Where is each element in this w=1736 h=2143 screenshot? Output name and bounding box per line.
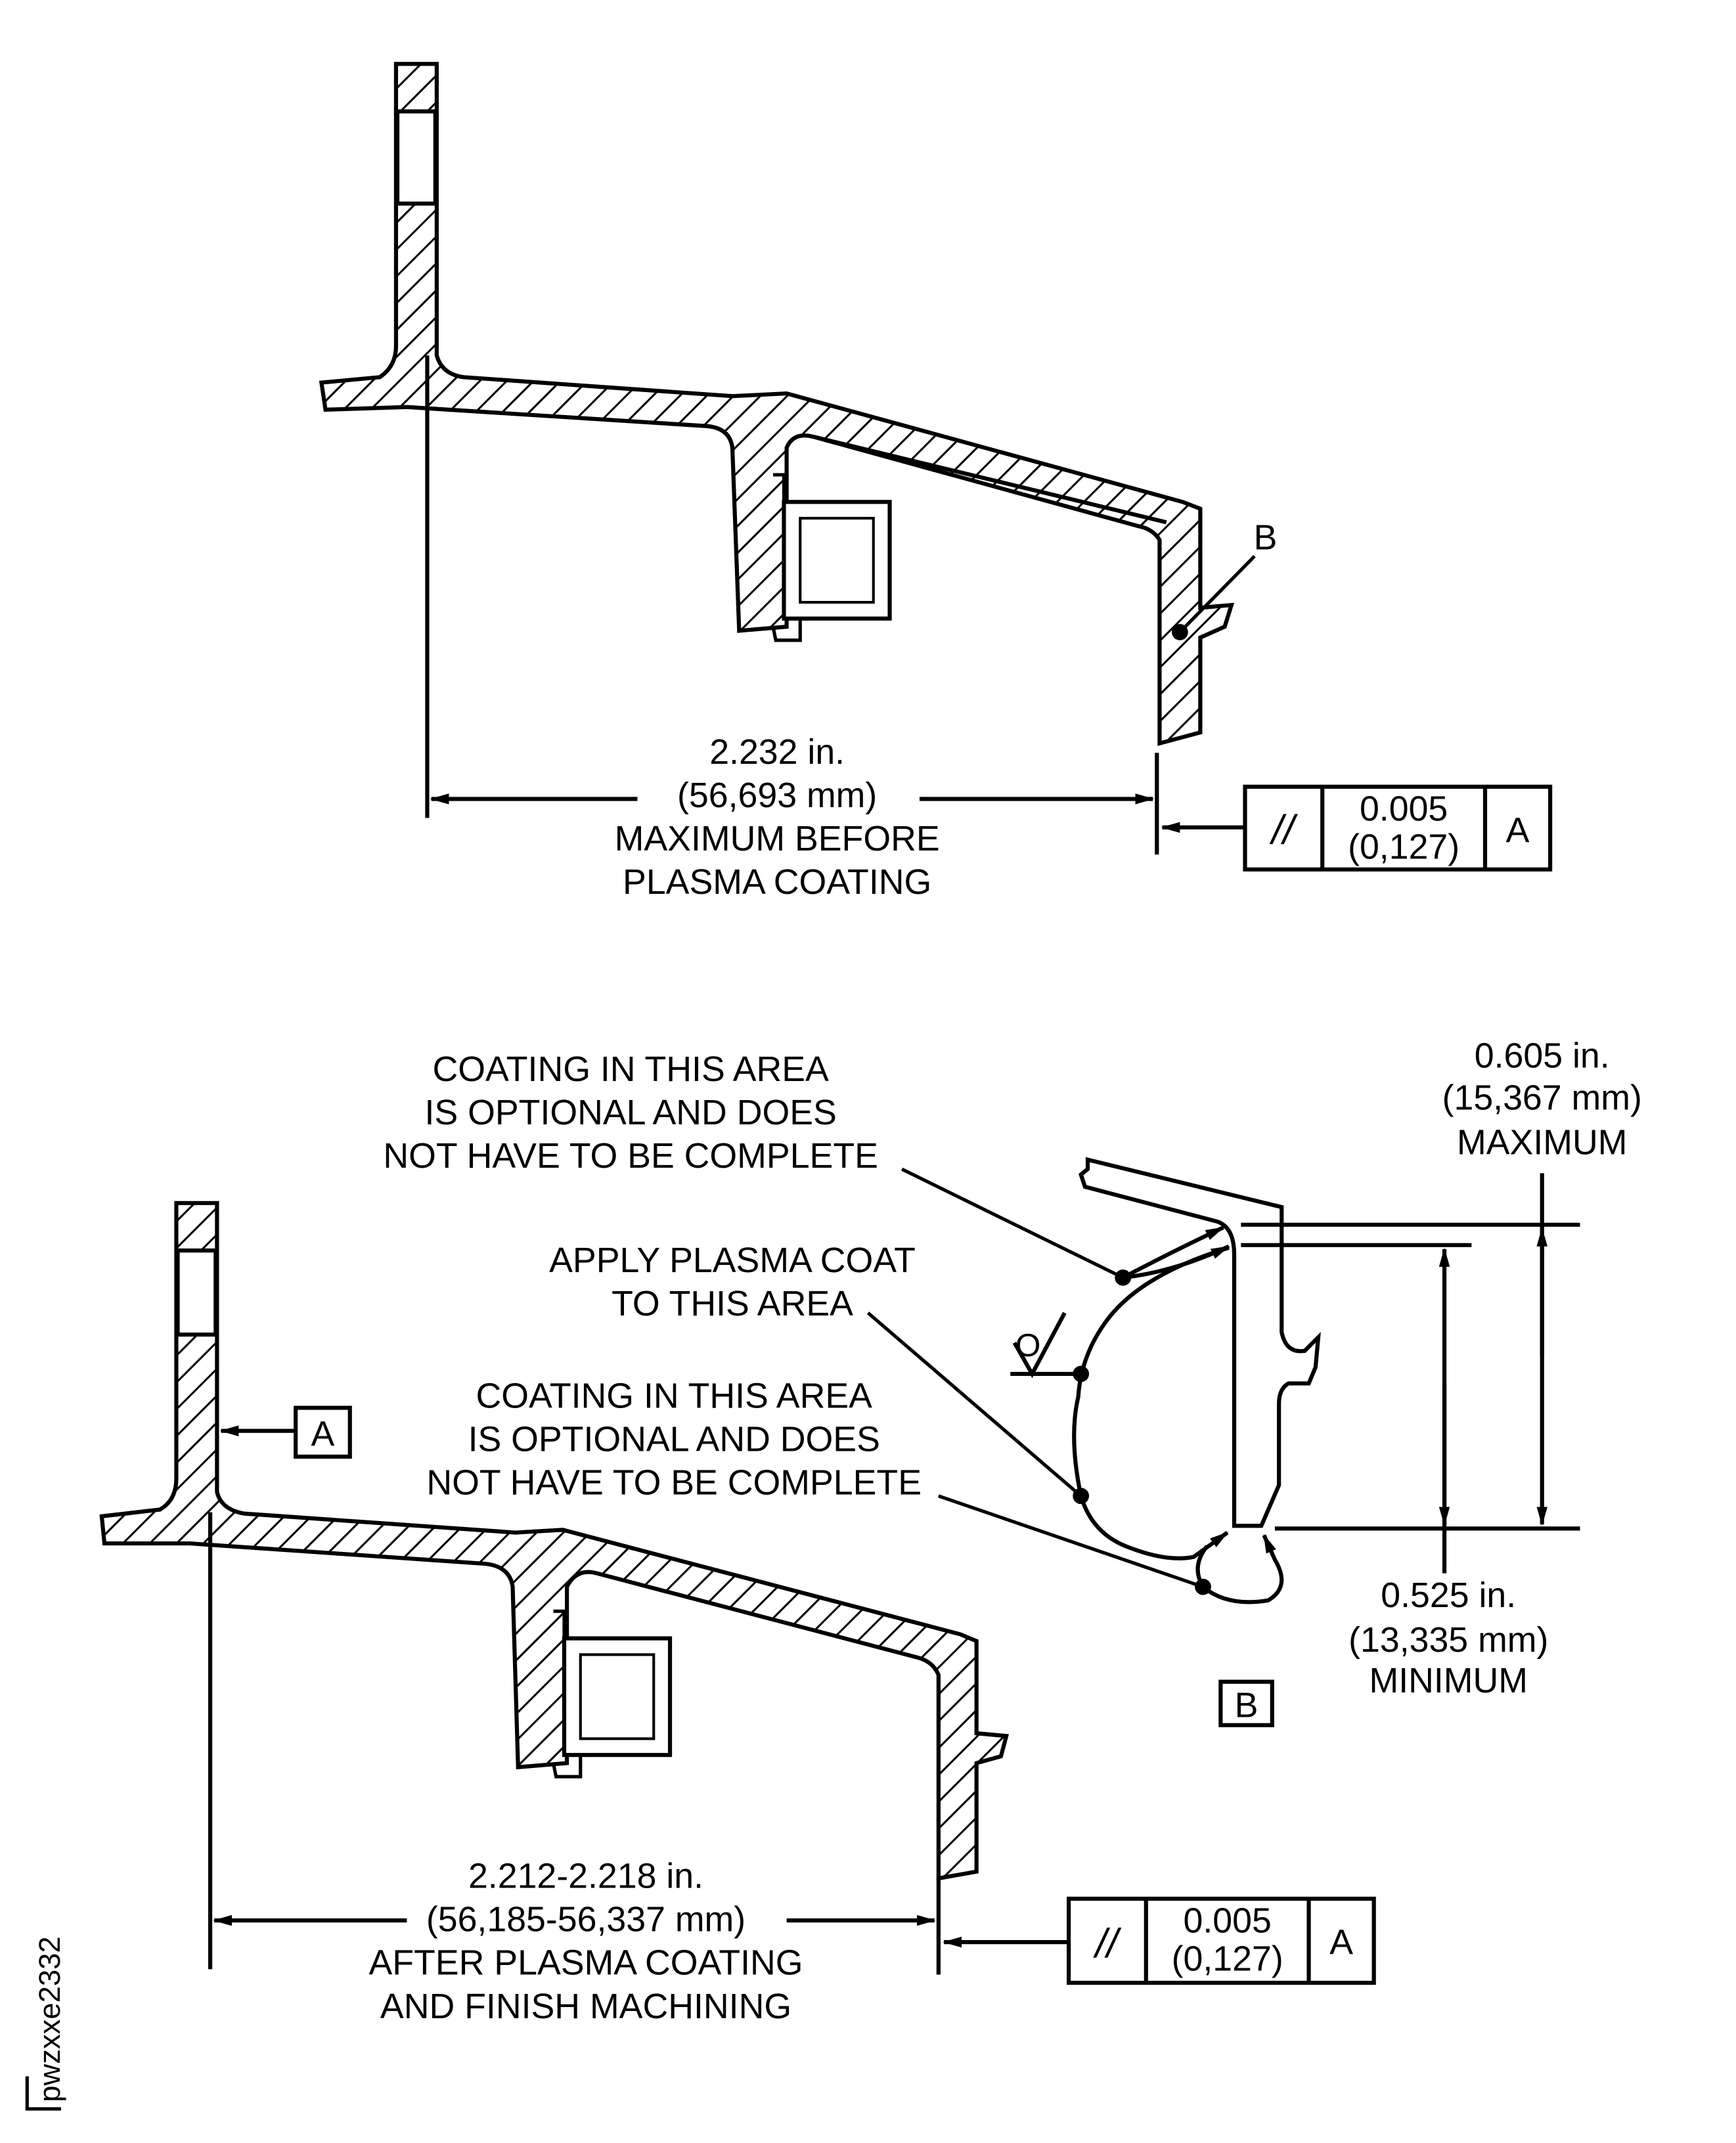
datum-a-flag: A [219,1405,352,1459]
datum-b-callout: B [1254,518,1278,558]
parallelism-symbol: // [1269,808,1298,853]
note-line: COATING IN THIS AREA [476,1377,873,1416]
min-dim-inches: 0.525 in. [1381,1576,1516,1615]
leader-optional-1 [901,1167,1124,1279]
note-line: COATING IN THIS AREA [432,1049,829,1089]
bottom-dim-inches: 2.212-2.218 in. [468,1857,703,1896]
leader-optional-2 [938,1494,1204,1589]
note-optional-1: COATING IN THIS AREA IS OPTIONAL AND DOE… [383,1049,878,1176]
bottom-dim-note-1: AFTER PLASMA COATING [368,1943,803,1983]
detail-b-label: B [1218,1679,1274,1727]
bottom-dim-note-2: AND FINISH MACHINING [380,1987,791,2026]
top-dimension: 2.232 in. (56,693 mm) MAXIMUM BEFORE PLA… [425,355,1159,902]
bottom-control-frame: // 0.005 (0,127) A [943,1896,1376,1985]
tolerance-inches: 0.005 [1360,789,1448,829]
note-apply: APPLY PLASMA COAT TO THIS AREA [549,1241,916,1323]
detail-b-coating-outline [1072,1226,1284,1604]
top-dim-note-1: MAXIMUM BEFORE [615,819,940,858]
tolerance-inches: 0.005 [1184,1901,1272,1941]
top-coating-edge [813,435,1167,525]
top-dim-inches: 2.232 in. [709,732,845,772]
min-dim-mm: (13,335 mm) [1348,1620,1548,1660]
datum-reference: A [1506,811,1530,851]
top-control-frame: // 0.005 (0,127) A [1161,784,1553,872]
datum-reference: A [1329,1923,1353,1962]
bottom-dim-mm: (56,185-56,337 mm) [426,1900,746,1939]
detail-b-profile [1079,1157,1321,1528]
surface-finish-symbol: O [1010,1312,1079,1379]
finish-symbol-text: O [1015,1327,1041,1363]
tolerance-mm: (0,127) [1172,1939,1283,1978]
note-optional-2: COATING IN THIS AREA IS OPTIONAL AND DOE… [426,1377,922,1503]
note-line: NOT HAVE TO BE COMPLETE [426,1463,922,1503]
detail-b-dimensions: 0.605 in. (15,367 mm) MAXIMUM 0.525 in. … [1241,1036,1642,1700]
max-dim-mm: (15,367 mm) [1442,1078,1642,1117]
figure-id-text: pwzxxe2332 [33,1936,66,2102]
max-dim-label: MAXIMUM [1457,1122,1627,1162]
leader-apply [866,1312,1082,1497]
datum-a-label: A [311,1414,335,1453]
top-dim-note-2: PLASMA COATING [623,862,931,902]
note-line: TO THIS AREA [612,1284,853,1323]
min-dim-label: MINIMUM [1369,1661,1528,1700]
bottom-dimension: 2.212-2.218 in. (56,185-56,337 mm) AFTER… [208,1512,941,2026]
note-line: NOT HAVE TO BE COMPLETE [383,1136,878,1176]
parallelism-symbol: // [1093,1921,1122,1966]
tolerance-mm: (0,127) [1348,827,1459,866]
max-dim-inches: 0.605 in. [1475,1036,1610,1075]
figure-id: pwzxxe2332 [25,1936,66,2111]
top-part-section [319,62,1235,746]
note-line: IS OPTIONAL AND DOES [424,1093,836,1132]
datum-b-leader [1178,555,1256,634]
detail-b-letter: B [1235,1685,1258,1725]
bottom-part-section [99,1201,1010,1881]
top-dim-mm: (56,693 mm) [677,776,877,815]
note-line: APPLY PLASMA COAT [549,1241,916,1280]
note-line: IS OPTIONAL AND DOES [468,1420,880,1459]
